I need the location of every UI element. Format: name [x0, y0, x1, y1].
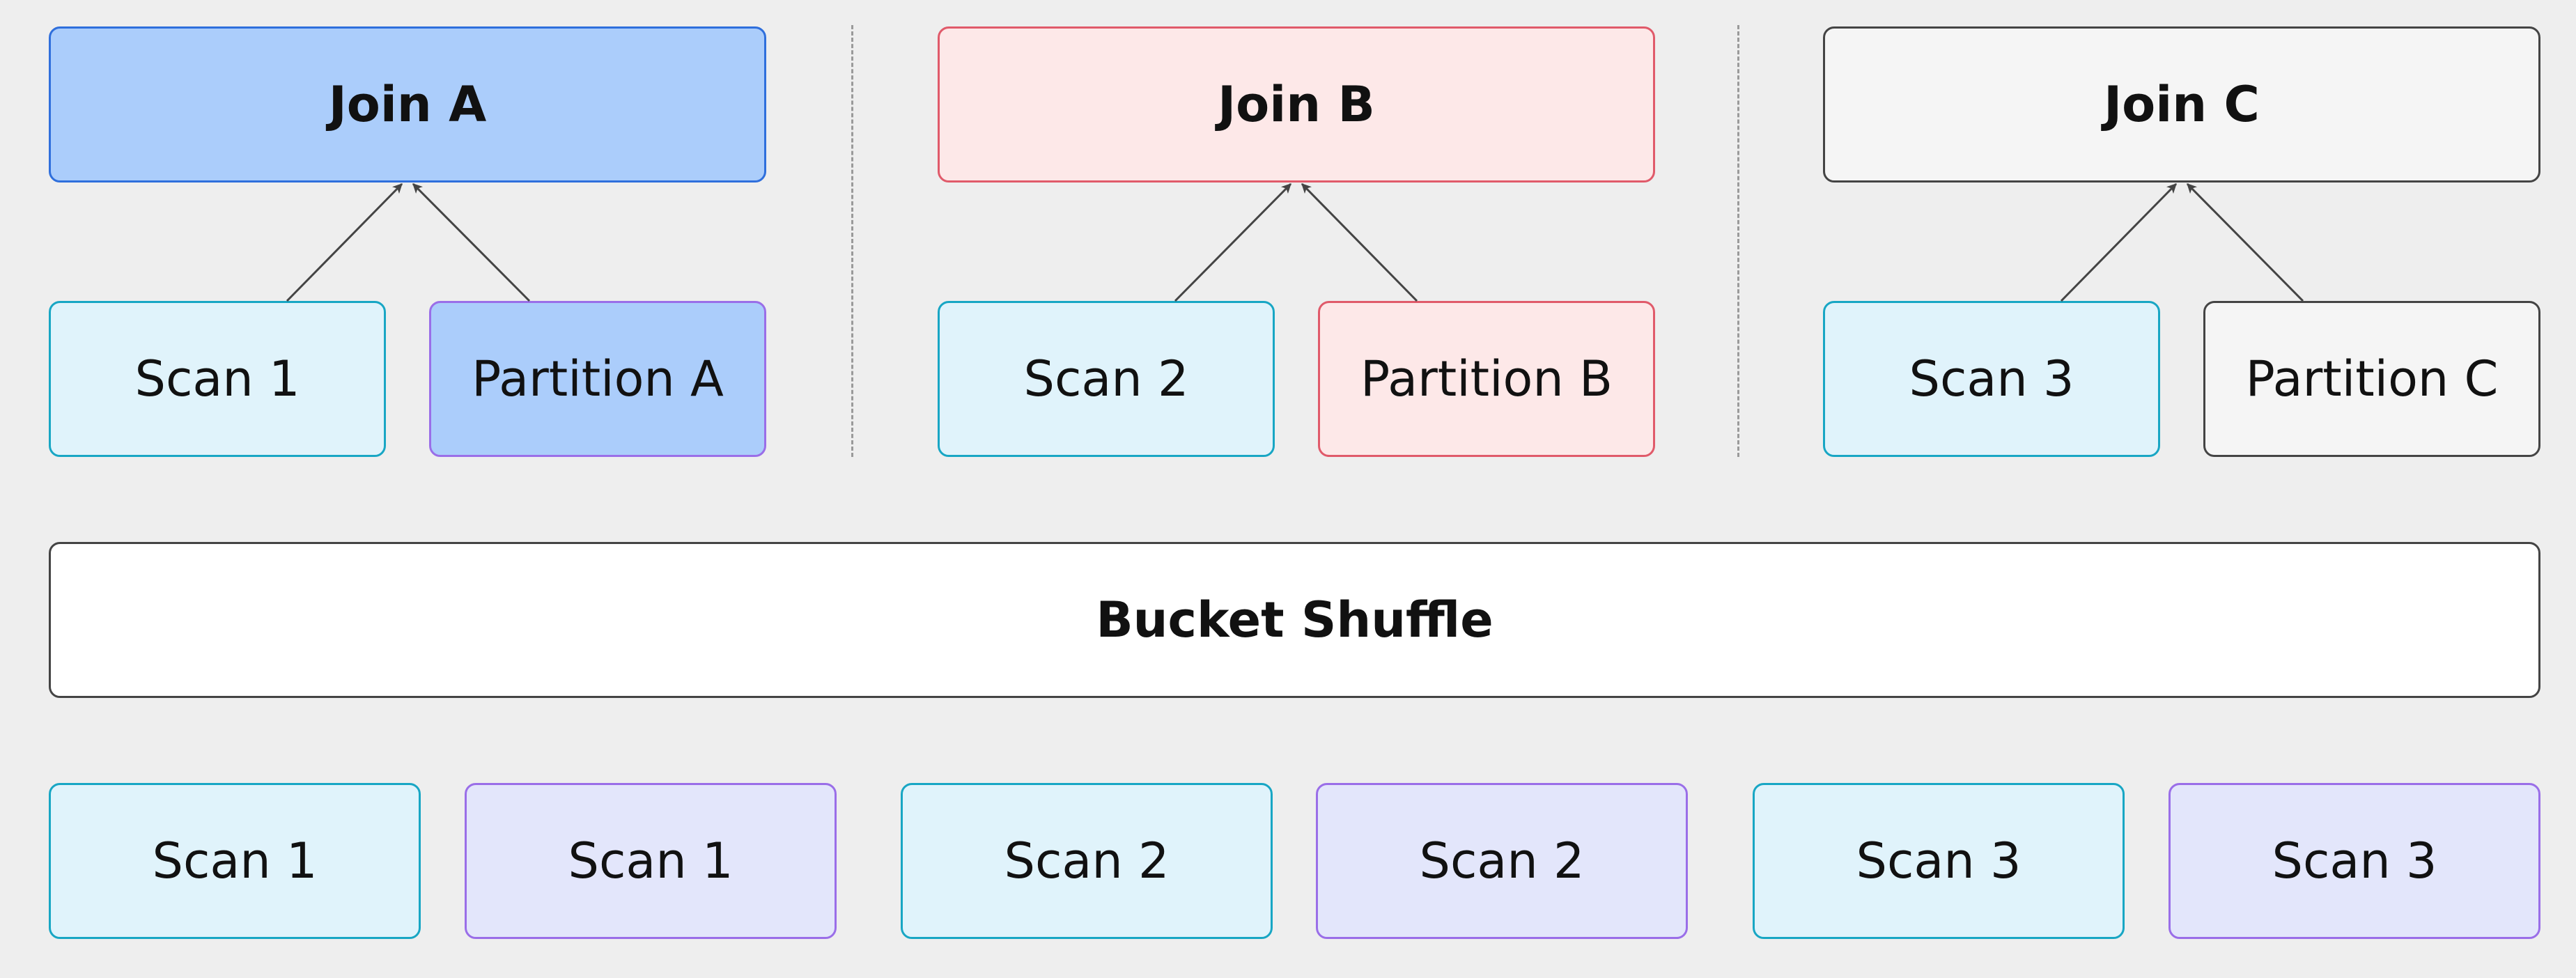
arrow-scan1-to-join-a — [286, 183, 403, 302]
join-b-node: Join B — [938, 26, 1655, 183]
scan-3-node: Scan 3 — [1823, 301, 2160, 457]
bottom-scan-node: Scan 1 — [49, 783, 421, 939]
arrow-scan3-to-join-c — [2060, 183, 2178, 302]
arrow-scan2-to-join-b — [1174, 183, 1292, 302]
bottom-scan-node: Scan 2 — [901, 783, 1273, 939]
partition-c-node: Partition C — [2203, 301, 2540, 457]
scan-2-node: Scan 2 — [938, 301, 1275, 457]
bottom-scan-node: Scan 3 — [2168, 783, 2540, 939]
arrow-partition-c-to-join-c — [2186, 183, 2304, 302]
group-divider-1 — [851, 25, 853, 457]
arrow-partition-a-to-join-a — [412, 183, 531, 302]
partition-a-node: Partition A — [429, 301, 766, 457]
group-divider-2 — [1737, 25, 1739, 457]
bottom-scan-node: Scan 2 — [1316, 783, 1688, 939]
join-a-node: Join A — [49, 26, 766, 183]
join-c-node: Join C — [1823, 26, 2540, 183]
arrow-partition-b-to-join-b — [1301, 183, 1418, 302]
scan-1-node: Scan 1 — [49, 301, 386, 457]
bottom-scan-node: Scan 3 — [1753, 783, 2125, 939]
bottom-scan-node: Scan 1 — [465, 783, 837, 939]
partition-b-node: Partition B — [1318, 301, 1655, 457]
bucket-shuffle-node: Bucket Shuffle — [49, 542, 2540, 698]
